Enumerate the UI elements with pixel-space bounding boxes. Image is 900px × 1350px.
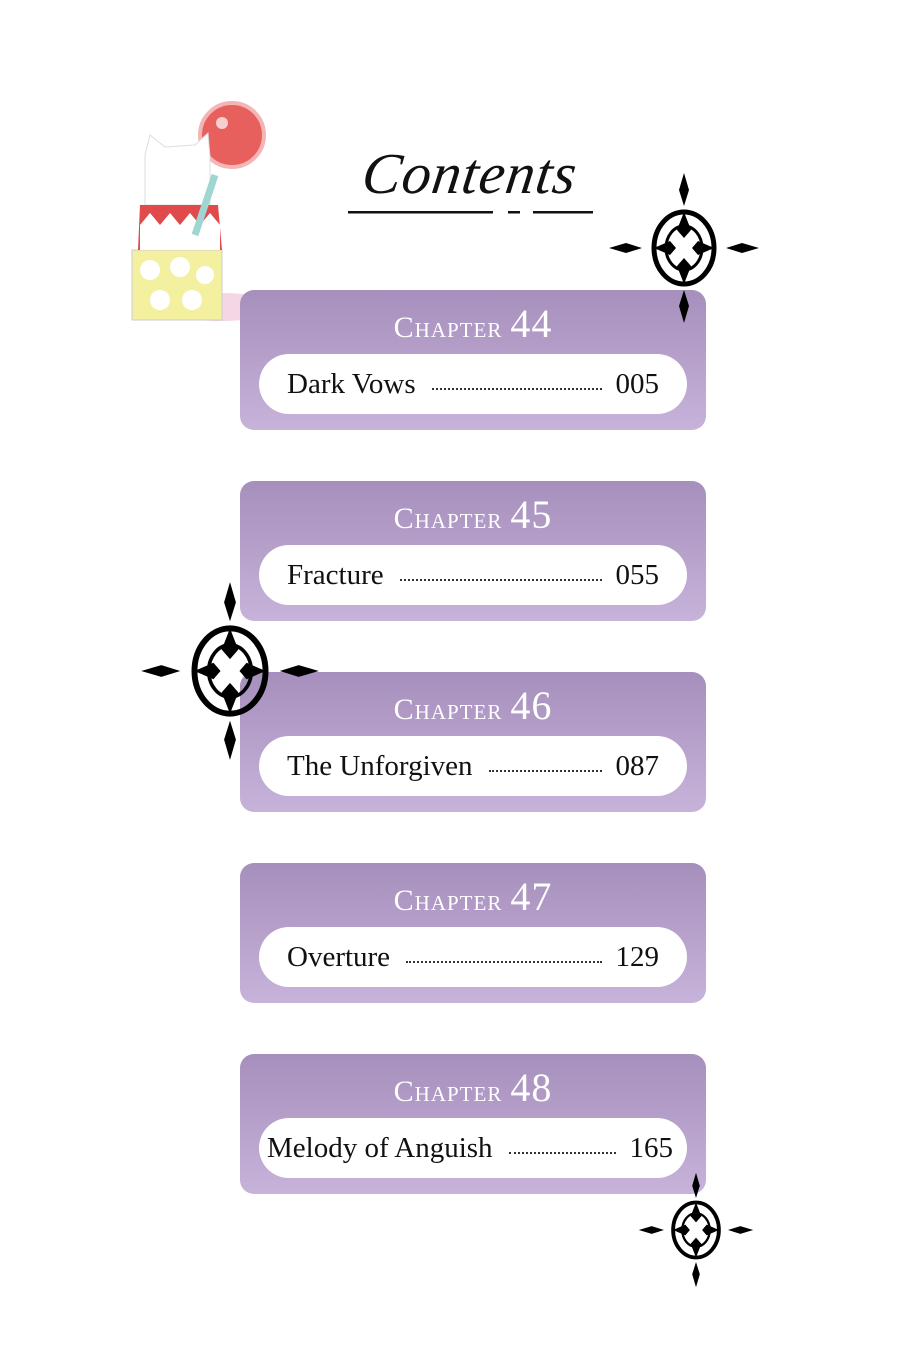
dot-leader [431,388,602,390]
chapter-title: Overture [287,940,391,973]
chapter-label: Chapter [393,1075,503,1108]
chapter-title: The Unforgiven [287,749,473,782]
ornament-icon [638,1172,754,1288]
page-title: Contents [358,141,582,206]
page-number: 005 [615,367,660,400]
page-number: 055 [615,558,660,591]
dot-leader [488,770,602,772]
chapter-label: Chapter [393,502,503,535]
dot-leader [508,1152,616,1154]
ornament-icon [608,172,760,324]
chapter-title-row: Overture 129 [259,927,687,987]
chapter-label: Chapter [393,693,503,726]
page-number: 087 [615,749,660,782]
chapter-number: 48 [510,1065,553,1110]
dot-leader [399,579,602,581]
chapter-label: Chapter [393,311,503,344]
page-number: 165 [629,1131,674,1164]
chapter-title: Fracture [287,558,384,591]
chapter-number: 47 [510,874,553,919]
chapter-number: 44 [510,301,553,346]
title-underline [348,211,593,214]
chapter-number: 45 [510,492,553,537]
chapter-title: Dark Vows [287,367,416,400]
page-number: 129 [615,940,660,973]
chapter-label: Chapter [393,884,503,917]
chapter-number: 46 [510,683,553,728]
chapter-title: Melody of Anguish [267,1131,493,1164]
chapter-title-row: Fracture 055 [259,545,687,605]
chapter-title-row: Melody of Anguish 165 [259,1118,687,1178]
ornament-icon [140,581,320,761]
chapter-title-row: Dark Vows 005 [259,354,687,414]
chapter-title-row: The Unforgiven 087 [259,736,687,796]
moogle-illustration [131,101,280,321]
dot-leader [406,961,602,963]
